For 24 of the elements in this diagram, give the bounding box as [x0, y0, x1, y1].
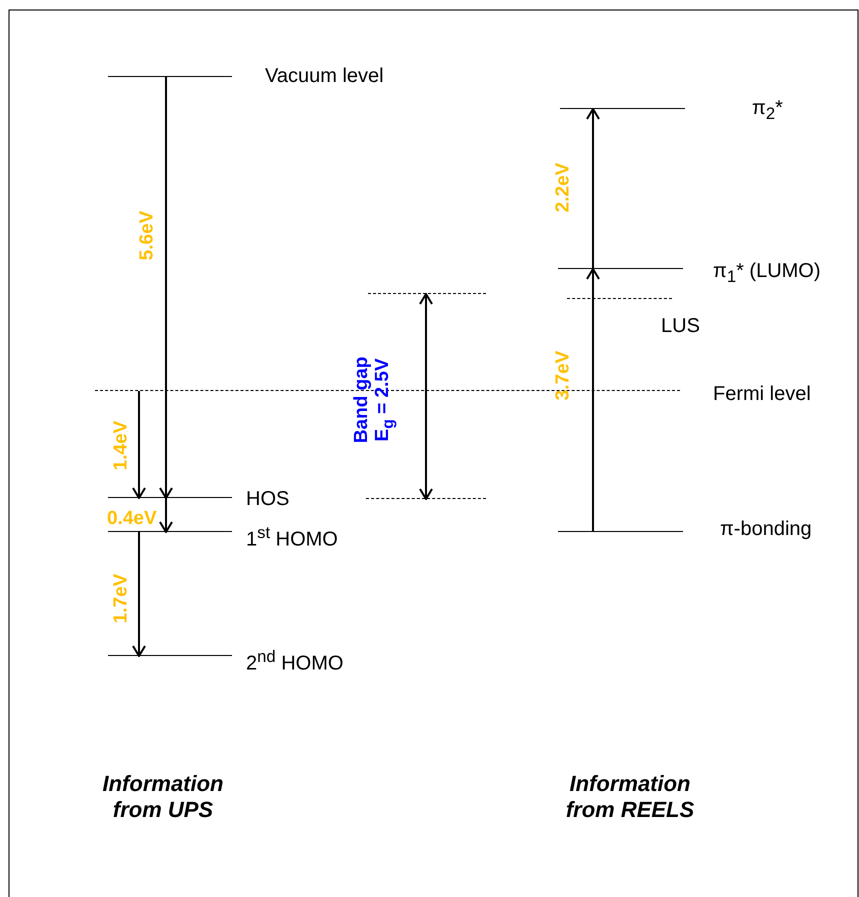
energy-value-label: 1.4eV [110, 420, 132, 470]
arrow [419, 293, 433, 500]
energy-value-label: 2.2eV [552, 162, 574, 212]
level-label: π$_{2}$* [752, 97, 783, 125]
level-label: LUS [661, 315, 700, 337]
arrow [132, 391, 146, 499]
level-label: Fermi level [713, 383, 811, 405]
energy-value-label: 3.7eV [552, 350, 574, 400]
panel-caption: Information from UPS [102, 771, 224, 823]
level-label: HOS [246, 488, 290, 510]
level-label: π-bonding [720, 518, 812, 540]
level-label: π$_{1}$* (LUMO) [713, 260, 821, 288]
arrow [159, 77, 173, 499]
energy-value-label: 0.4eV [107, 508, 157, 528]
level-label: 1$^{st}$ HOMO [246, 522, 338, 551]
arrow [586, 268, 600, 532]
arrow [159, 498, 173, 533]
level-label: Vacuum level [265, 65, 384, 87]
level-label: 2$^{nd}$ HOMO [246, 646, 344, 675]
energy-value-label: 1.7eV [110, 573, 132, 623]
arrow [586, 108, 600, 269]
arrow [132, 532, 146, 657]
energy-value-label: 5.6eV [136, 210, 158, 260]
panel-caption: Information from REELS [564, 771, 696, 823]
